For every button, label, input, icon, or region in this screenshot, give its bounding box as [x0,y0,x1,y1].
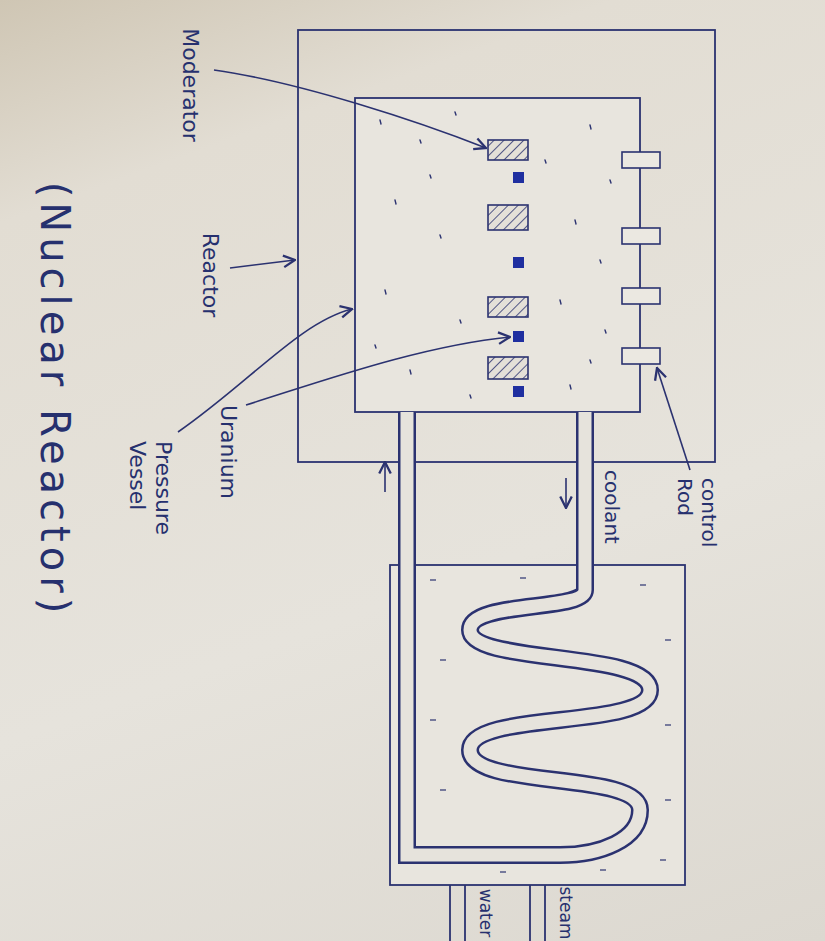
part-label: Uranium [215,405,241,499]
diagram-caption: (Nuclear Reactor) [31,182,79,619]
part-label: Reactor [197,233,223,318]
part-label: control Rod [673,478,721,566]
flow-arrows [385,462,566,508]
coolant-pipe-bore [407,412,650,855]
part-label: Moderator [177,28,203,142]
pressure-vessel [355,98,640,412]
coolant-pipe [407,412,650,855]
uranium-fuel [513,172,524,397]
control-rods [622,152,660,364]
part-label: Pressure Vessel [124,441,177,553]
part-label: coolant [600,470,624,544]
part-label: steam [556,887,576,940]
reactor-housing [298,30,715,462]
leader-arrows [178,70,690,470]
part-label: water [476,889,496,937]
moderator-bars [488,140,528,379]
outlet-pipes [450,885,545,941]
